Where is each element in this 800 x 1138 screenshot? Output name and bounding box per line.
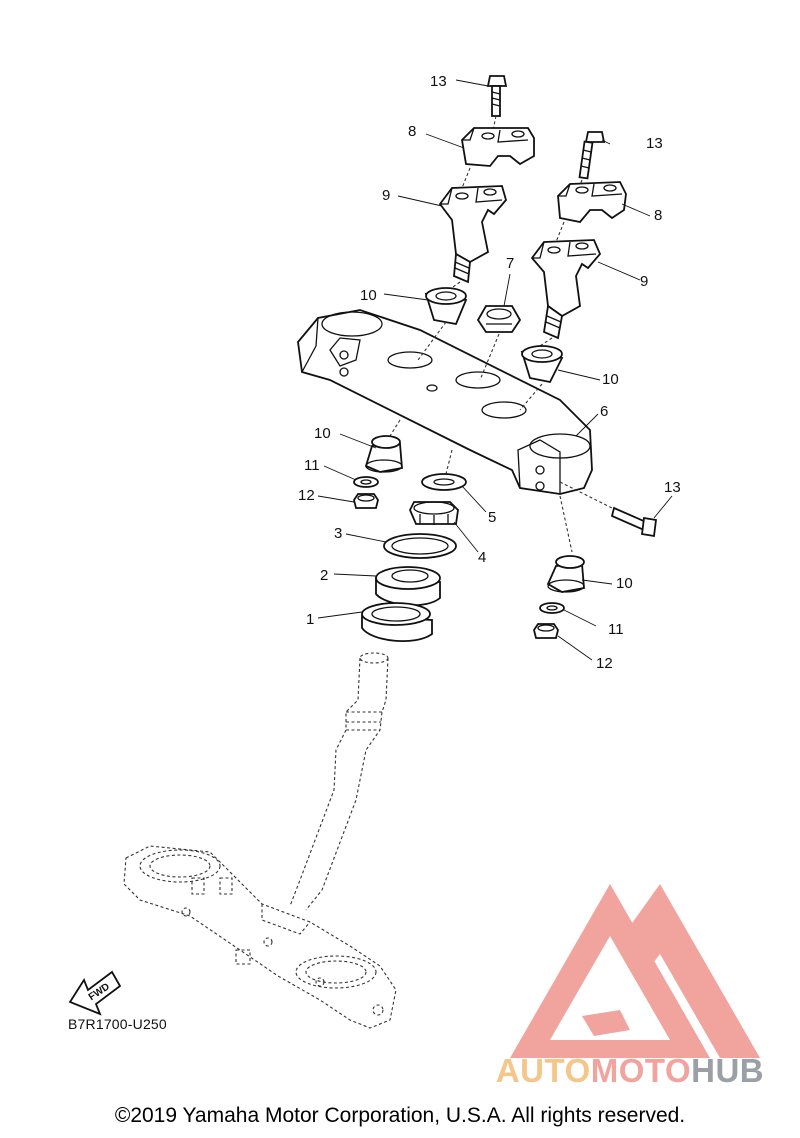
callout-7: 7 <box>506 255 514 272</box>
clamp-cap-8-right <box>557 181 627 223</box>
callout-10: 10 <box>314 425 331 442</box>
clamp-cap-8-left <box>461 127 535 167</box>
nut-12-left <box>353 493 379 509</box>
washer-11-left <box>353 476 379 488</box>
ring-nut-4 <box>409 501 459 525</box>
automotohub-wordmark: AUTOMOTOHUB <box>470 1052 790 1090</box>
copyright-notice: ©2019 Yamaha Motor Corporation, U.S.A. A… <box>114 1104 686 1127</box>
bolt-13-upper-right <box>578 131 606 180</box>
callout-10: 10 <box>360 287 377 304</box>
callout-1: 1 <box>306 611 314 628</box>
callout-8: 8 <box>654 207 662 224</box>
bearing-2 <box>375 566 441 607</box>
nut-7 <box>476 305 522 333</box>
automotohub-watermark: AUTOMOTOHUB <box>470 880 790 1095</box>
callout-11: 11 <box>608 621 624 638</box>
callout-13: 13 <box>430 73 447 90</box>
wordmark-hub: HUB <box>691 1052 765 1089</box>
callout-2: 2 <box>320 567 328 584</box>
damper-10-lower-left <box>364 435 403 473</box>
callout-8: 8 <box>408 123 416 140</box>
washer-5 <box>421 473 467 491</box>
bolt-13-upper-left <box>486 75 508 117</box>
damper-10-upper-left <box>424 287 468 326</box>
wordmark-auto: AUTO <box>495 1052 591 1089</box>
callout-4: 4 <box>478 549 486 566</box>
callout-9: 9 <box>640 273 648 290</box>
bearing-cover-3 <box>383 533 457 559</box>
damper-10-upper-right <box>520 345 564 384</box>
oil-seal-1 <box>361 602 433 643</box>
holder-9-right <box>530 239 602 340</box>
callout-10: 10 <box>602 371 619 388</box>
leader-lines <box>317 79 673 661</box>
diagram-reference-code: B7R1700-U250 <box>68 1016 167 1032</box>
damper-10-lower-right <box>546 555 585 593</box>
fwd-arrow-icon: FWD <box>68 970 122 1016</box>
callout-13: 13 <box>646 135 663 152</box>
callout-numbers: 13 8 9 10 7 13 8 9 10 6 10 11 12 5 4 3 2… <box>298 73 681 672</box>
callout-13: 13 <box>664 479 681 496</box>
nut-12-right <box>533 623 559 639</box>
callout-9: 9 <box>382 187 390 204</box>
steering-stem-under-bracket <box>123 652 397 1029</box>
automotohub-logo-icon <box>510 884 760 1058</box>
callout-12: 12 <box>298 487 315 504</box>
callout-10: 10 <box>616 575 633 592</box>
upper-bracket-6 <box>297 309 593 495</box>
exploded-steering-diagram: FWD 13 <box>68 73 681 1029</box>
holder-9-left <box>438 185 507 284</box>
bolt-13-lower <box>559 481 658 538</box>
callout-6: 6 <box>600 403 608 420</box>
callout-5: 5 <box>488 509 496 526</box>
wordmark-moto: MOTO <box>590 1052 692 1089</box>
callout-12: 12 <box>596 655 613 672</box>
callout-3: 3 <box>334 525 342 542</box>
washer-11-right <box>539 602 565 614</box>
callout-11: 11 <box>304 457 320 474</box>
